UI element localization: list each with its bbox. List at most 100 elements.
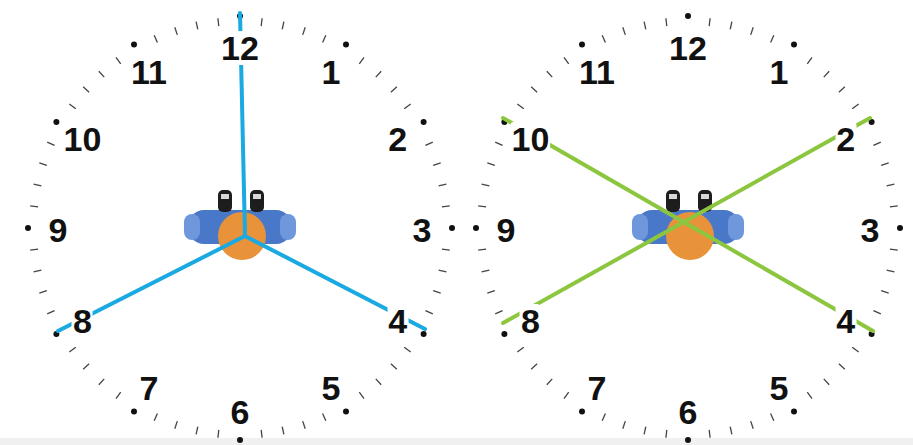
hour-dot — [473, 225, 479, 231]
clock-number: 11 — [130, 55, 168, 89]
minute-tick — [442, 249, 450, 251]
minute-tick — [442, 205, 450, 207]
person-arm — [184, 214, 200, 240]
minute-tick — [564, 57, 569, 64]
blue-direction-lines — [58, 13, 425, 331]
hour-dot — [685, 13, 691, 19]
minute-tick — [99, 71, 104, 77]
minute-tick — [175, 421, 178, 429]
person-shoe-lace — [221, 194, 229, 199]
minute-tick — [665, 18, 667, 26]
minute-tick — [69, 104, 76, 109]
hour-dot — [501, 331, 507, 337]
minute-tick — [323, 35, 326, 42]
minute-tick — [404, 104, 411, 109]
minute-tick — [282, 22, 284, 30]
minute-tick — [709, 18, 711, 26]
minute-tick — [852, 347, 859, 352]
minute-tick — [391, 87, 397, 92]
clock-number: 4 — [835, 304, 856, 338]
minute-tick — [531, 364, 537, 369]
minute-tick — [887, 270, 895, 272]
hour-dot — [343, 41, 349, 47]
minute-tick — [890, 249, 898, 251]
person-left — [184, 190, 296, 260]
minute-tick — [30, 249, 38, 251]
minute-tick — [83, 364, 89, 369]
clock-number: 9 — [48, 213, 69, 247]
minute-tick — [69, 347, 76, 352]
cross-line — [503, 118, 870, 323]
minute-tick — [824, 379, 829, 385]
person-shoe — [666, 190, 680, 212]
minute-tick — [771, 35, 774, 42]
minute-tick — [824, 71, 829, 77]
hour-dot — [897, 225, 903, 231]
minute-tick — [39, 291, 47, 294]
clock-number: 12 — [220, 31, 260, 65]
hour-dot — [237, 437, 243, 443]
minute-tick — [881, 291, 889, 294]
minute-tick — [873, 142, 880, 145]
person-arm — [280, 214, 296, 240]
minute-tick — [482, 270, 490, 272]
green-cross-lines — [503, 118, 873, 331]
clock-number: 7 — [587, 371, 608, 405]
clock-number: 8 — [72, 304, 93, 338]
clock-number: 4 — [387, 304, 408, 338]
minute-tick — [623, 421, 626, 429]
person-shoe — [250, 190, 264, 212]
minute-tick — [881, 163, 889, 166]
minute-tick — [47, 142, 54, 145]
minute-tick — [391, 364, 397, 369]
hour-dot — [131, 41, 137, 47]
minute-tick — [323, 413, 326, 420]
minute-tick — [487, 163, 495, 166]
clock-number: 5 — [321, 371, 342, 405]
minute-tick — [531, 87, 537, 92]
minute-tick — [99, 379, 104, 385]
minute-tick — [196, 427, 198, 435]
minute-tick — [887, 184, 895, 186]
minute-tick — [34, 270, 42, 272]
clock-number: 11 — [578, 55, 616, 89]
minute-tick — [303, 27, 306, 35]
minute-tick — [433, 163, 441, 166]
minute-tick — [175, 27, 178, 35]
clock-ticks — [25, 13, 903, 443]
minute-tick — [359, 392, 364, 399]
person-shoe-lace — [701, 194, 709, 199]
cross-line — [503, 118, 873, 331]
minute-tick — [154, 35, 157, 42]
minute-tick — [376, 71, 381, 77]
minute-tick — [425, 142, 432, 145]
minute-tick — [517, 104, 524, 109]
clock-number: 3 — [860, 213, 881, 247]
minute-tick — [439, 184, 447, 186]
hour-dot — [131, 409, 137, 415]
minute-tick — [30, 205, 38, 207]
clock-number: 6 — [230, 395, 251, 429]
minute-tick — [116, 392, 121, 399]
minute-tick — [487, 291, 495, 294]
minute-tick — [439, 270, 447, 272]
minute-tick — [771, 413, 774, 420]
hour-dot — [685, 437, 691, 443]
clock-number: 12 — [668, 31, 708, 65]
hour-dot — [579, 409, 585, 415]
minute-tick — [217, 430, 219, 438]
hour-dot — [791, 41, 797, 47]
minute-tick — [730, 22, 732, 30]
person-shoe-lace — [253, 194, 261, 199]
minute-tick — [873, 311, 880, 314]
minute-tick — [751, 27, 754, 35]
minute-tick — [751, 421, 754, 429]
clock-number: 1 — [321, 55, 342, 89]
hour-dot — [25, 225, 31, 231]
hour-dot — [449, 225, 455, 231]
minute-tick — [478, 249, 486, 251]
hour-dot — [421, 331, 427, 337]
minute-tick — [261, 430, 263, 438]
minute-tick — [807, 57, 812, 64]
clock-number: 1 — [769, 55, 790, 89]
